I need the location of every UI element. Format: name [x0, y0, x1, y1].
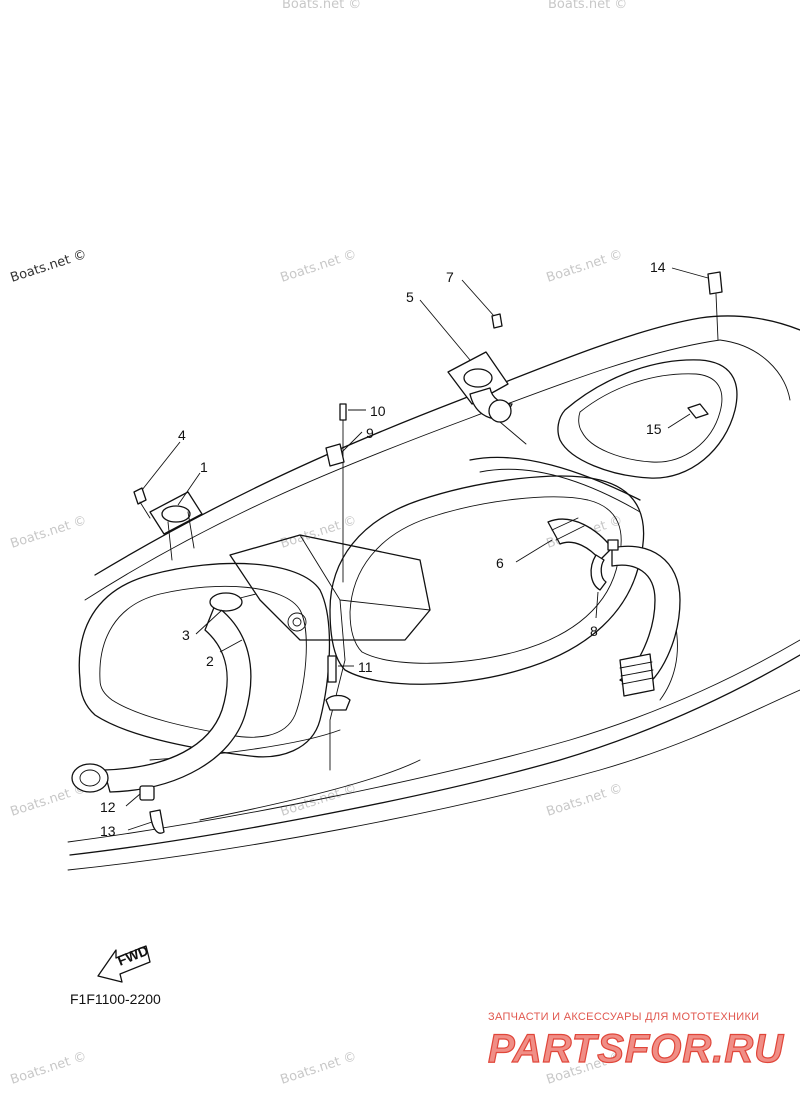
- hull-drawing: [67, 315, 800, 871]
- callout-8: 8: [590, 623, 598, 639]
- front-bay-inner: [99, 585, 307, 738]
- leader-lines: [125, 267, 709, 831]
- callout-10: 10: [370, 403, 386, 419]
- callout-2: 2: [206, 653, 214, 669]
- watermark-layer: Boats.net © Boats.net © Boats.net © Boat…: [9, 0, 628, 1088]
- callout-6: 6: [496, 555, 504, 571]
- callout-7: 7: [446, 269, 454, 285]
- callout-13: 13: [100, 823, 116, 839]
- watermark: Boats.net ©: [548, 0, 627, 12]
- fwd-arrow: FWD: [97, 942, 151, 983]
- fwd-label: FWD: [115, 942, 151, 969]
- part-7-screw: [491, 313, 503, 329]
- part-10-rivet: [339, 403, 347, 583]
- bulkhead-hole: [287, 612, 307, 632]
- center-bay-inner: [349, 496, 622, 664]
- callout-14: 14: [650, 259, 666, 275]
- deck-crossmember: [469, 456, 641, 501]
- hull-outer-edge: [69, 654, 800, 856]
- part-5-elbow: [447, 351, 527, 445]
- bulkhead-face: [299, 534, 431, 611]
- hull-upper-edge-2: [84, 339, 721, 601]
- watermark: Boats.net ©: [545, 781, 625, 820]
- deck-crossmember-2: [479, 468, 641, 513]
- callout-11: 11: [358, 659, 373, 675]
- callout-15: 15: [646, 421, 662, 437]
- watermark: Boats.net ©: [9, 513, 89, 552]
- rear-bay-outline: [557, 359, 738, 479]
- diagram-code: F1F1100-2200: [70, 991, 161, 1007]
- parts: [71, 271, 723, 834]
- hull-upper-edge: [94, 315, 800, 576]
- part-13-band: [149, 809, 165, 834]
- callout-3: 3: [182, 627, 190, 643]
- hull-chine-line-2: [67, 689, 800, 871]
- fwd-arrow-outline: [97, 945, 151, 983]
- watermark: Boats.net ©: [279, 247, 359, 286]
- bulkhead-hole-inner: [292, 617, 302, 627]
- part-6-duct-hose: [547, 517, 681, 697]
- hull-deck-flange: [719, 339, 791, 401]
- watermark: Boats.net ©: [9, 1049, 89, 1088]
- part-15-clip: [687, 403, 709, 419]
- watermark: Boats.net ©: [279, 513, 359, 552]
- front-bay-outline: [78, 562, 331, 758]
- watermark-top-left: Boats.net ©: [9, 247, 89, 286]
- brand-logo: PARTSFOR.RU: [488, 1027, 784, 1071]
- watermark: Boats.net ©: [282, 0, 361, 12]
- brand-tagline: ЗАПЧАСТИ И АКСЕССУАРЫ ДЛЯ МОТОТЕХНИКИ: [488, 1011, 759, 1023]
- callout-1: 1: [200, 459, 208, 475]
- bulkhead-face-2: [329, 599, 346, 771]
- hull-floor-line: [199, 759, 421, 821]
- part-4-screw: [133, 487, 151, 519]
- part-14-grommet: [707, 271, 723, 341]
- part-8-band: [590, 539, 619, 591]
- watermark: Boats.net ©: [545, 247, 625, 286]
- brand-footer: ЗАПЧАСТИ И АКСЕССУАРЫ ДЛЯ МОТОТЕХНИКИ PA…: [487, 1011, 784, 1072]
- callout-12: 12: [100, 799, 116, 815]
- watermark: Boats.net ©: [279, 1049, 359, 1088]
- part-11-pin: [325, 655, 351, 711]
- callout-5: 5: [406, 289, 414, 305]
- part-9-cap: [325, 443, 345, 467]
- bulkhead: [229, 534, 431, 641]
- part-3-clamp: [209, 592, 257, 612]
- callout-9: 9: [366, 425, 374, 441]
- part-1-flange: [149, 491, 203, 561]
- callout-4: 4: [178, 427, 186, 443]
- part-12-clip: [139, 785, 155, 801]
- callouts: 1 2 3 4 5 6 7 8 9 10 11 12 13 14 15: [100, 259, 666, 839]
- part-2-duct-hose: [71, 604, 252, 793]
- hull-chine-line: [67, 639, 800, 843]
- rear-bay-inner: [578, 373, 723, 463]
